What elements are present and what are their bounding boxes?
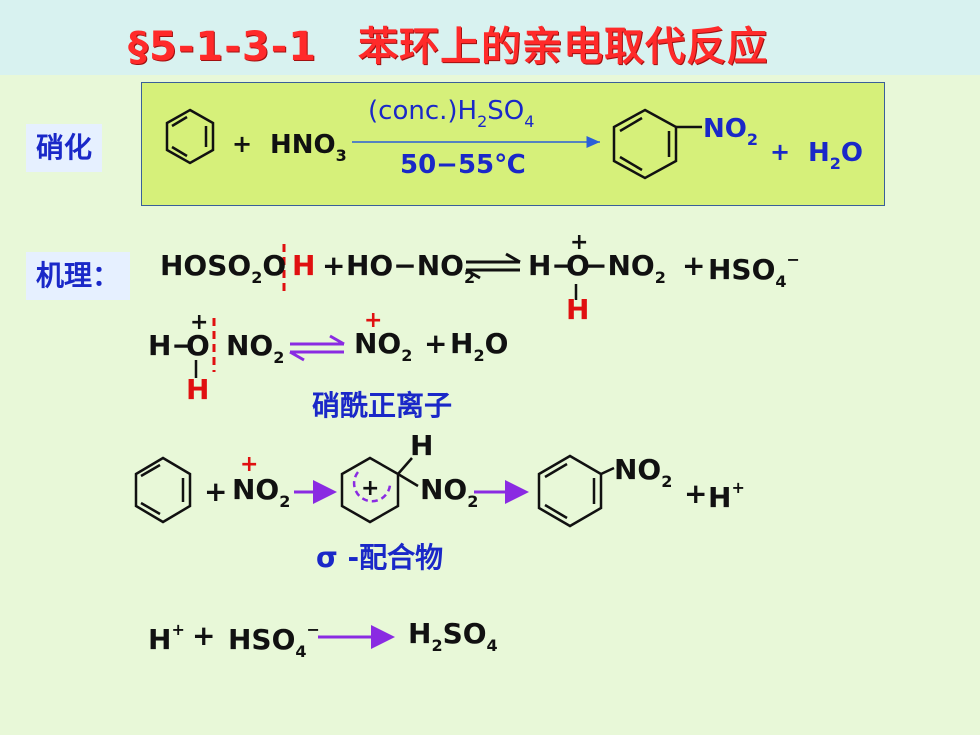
step2-nitronium: NO2 [354,327,413,365]
step4-plus: + [192,619,216,652]
nitration-plus-2: + [770,138,791,166]
sigma-complex-caption: σ -配合物 [316,541,444,574]
step1-nitric-acid: HO−NO2 [346,249,476,287]
step1-oxonium-charge: + [570,230,589,255]
step1-acidic-h: H [292,249,316,282]
step1-plus: + [322,249,346,282]
title-band [0,0,980,75]
step2-water: H2O [450,327,509,365]
benzene-ring-reactant [165,108,215,165]
step1-plus-2: + [682,249,706,282]
step1-product-no2: −NO2 [584,249,666,287]
nitro-group-label: NO2 [703,114,759,149]
nitration-plus-1: + [232,130,253,158]
step1-product-h: H− [528,249,575,282]
step4-proton: H+ [148,620,185,656]
step1-product-o: O [566,249,590,282]
step3-product-no2: NO2 [614,453,673,491]
slide-title: §5-1-3-1 苯环上的亲电取代反应 [128,24,769,70]
step3-plus-2: + [684,477,708,510]
water-product: H2O [808,138,864,173]
condition-temperature: 50−55℃ [400,150,526,180]
step2-h: H− [148,329,195,362]
mechanism-label: 机理： [26,252,131,300]
sigma-complex-charge: + [361,476,380,501]
step2-lower-h: H [186,373,210,406]
benzene-ring-step3 [134,456,192,524]
condition-catalyst: (conc.)H2SO4 [368,96,535,131]
sigma-complex-ring [340,456,419,524]
step2-plus: + [424,327,448,360]
equilibrium-arrow-1 [465,252,521,280]
step2-nitronium-charge: + [364,308,383,333]
nitration-label: 硝化 [26,124,103,172]
step3-nitronium: NO2 [232,473,291,511]
step1-product-lower-h: H [566,293,590,326]
step4-bisulfate: HSO4− [228,620,320,661]
step4-sulfuric-acid: H2SO4 [408,617,498,655]
nitronium-caption: 硝酰正离子 [312,389,453,422]
step2-o: O [186,329,210,362]
step3-nitronium-charge: + [240,452,259,477]
nitrobenzene-ring-product [612,108,702,180]
nitration-equation-box [141,82,885,206]
step2-oxonium-charge: + [190,310,209,335]
step3-proton: H+ [708,478,745,514]
equilibrium-arrow-2 [289,334,345,362]
step3-plus: + [204,475,228,508]
sigma-complex-h: H [410,429,434,462]
step1-sulfuric-acid: HOSO2O [160,249,287,287]
nitric-acid: HNO3 [270,130,347,165]
sigma-complex-no2: NO2 [420,473,479,511]
nitrobenzene-ring-step3 [537,454,615,528]
step2-no2: NO2 [226,329,285,367]
step1-bisulfate: HSO4− [708,250,800,291]
